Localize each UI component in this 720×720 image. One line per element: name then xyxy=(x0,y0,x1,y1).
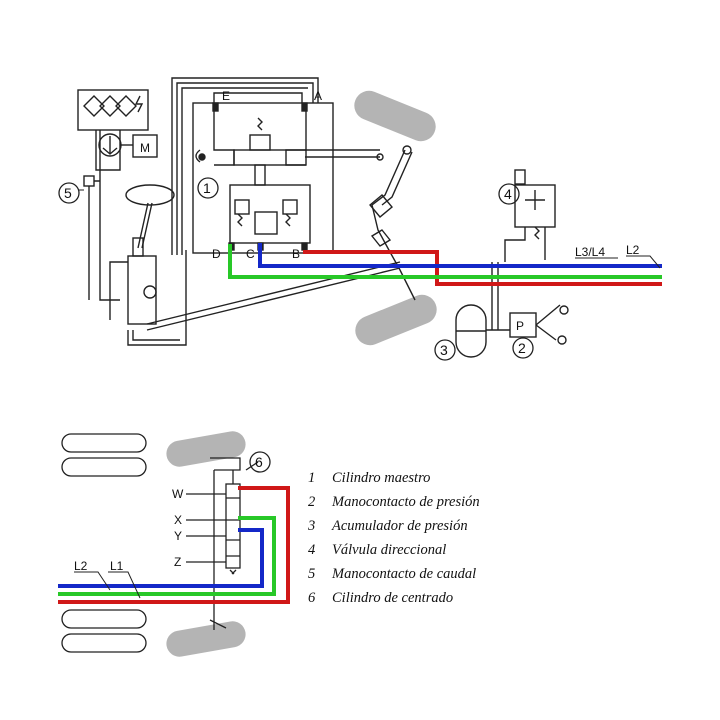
mark-w: W xyxy=(172,487,184,501)
port-d-label: D xyxy=(212,247,221,261)
legend-text-3: Acumulador de presión xyxy=(331,518,468,534)
legend-text-6: Cilindro de centrado xyxy=(332,590,453,606)
svg-text:6: 6 xyxy=(255,454,263,470)
line-label-l2-bottom: L2 xyxy=(74,559,88,573)
motor-letter: M xyxy=(140,141,150,155)
callout-3: 3 xyxy=(434,339,456,361)
svg-text:2: 2 xyxy=(518,340,526,356)
legend-num-1: 1 xyxy=(308,470,315,486)
callout-1: 1 xyxy=(197,177,219,199)
legend: 1 Cilindro maestro 2 Manocontacto de pre… xyxy=(307,470,480,606)
port-a-label: A xyxy=(314,89,322,103)
bottom-diagram: L2 L1 W X Y Z 6 xyxy=(58,431,290,657)
top-diagram xyxy=(77,77,569,358)
legend-num-3: 3 xyxy=(307,518,315,534)
port-b-label: B xyxy=(292,247,300,261)
svg-text:5: 5 xyxy=(64,185,72,201)
top-labels: E A D C B M P L3/L4 L2 1 5 4 3 2 xyxy=(58,89,661,361)
line-label-l2-top: L2 xyxy=(626,243,640,257)
accumulator-3 xyxy=(455,304,487,358)
callout-6: 6 xyxy=(249,451,271,473)
legend-text-4: Válvula direccional xyxy=(332,542,446,558)
callout-2: 2 xyxy=(512,337,534,359)
legend-num-5: 5 xyxy=(308,566,315,582)
front-axle-top xyxy=(354,90,437,346)
callout-5: 5 xyxy=(58,182,84,204)
directional-valve-4 xyxy=(504,169,556,262)
legend-num-2: 2 xyxy=(308,494,315,510)
bottom-green-line xyxy=(58,516,276,596)
top-lines xyxy=(228,243,662,286)
port-c-label: C xyxy=(246,247,255,261)
port-e-label: E xyxy=(222,89,230,103)
line-label-l3l4: L3/L4 xyxy=(575,245,605,259)
legend-num-4: 4 xyxy=(308,542,315,558)
legend-text-5: Manocontacto de caudal xyxy=(331,566,476,582)
mark-z: Z xyxy=(174,555,181,569)
flow-switch-box xyxy=(77,89,158,301)
svg-text:3: 3 xyxy=(440,342,448,358)
legend-num-6: 6 xyxy=(308,590,316,606)
mark-y: Y xyxy=(174,529,182,543)
top-blue-line xyxy=(258,243,662,268)
bottom-red-line xyxy=(58,486,290,604)
master-cylinder-1 xyxy=(195,111,380,251)
mark-x: X xyxy=(174,513,182,527)
svg-text:4: 4 xyxy=(504,186,512,202)
pressure-switch-2 xyxy=(486,262,569,345)
bottom-blue-line xyxy=(58,528,264,588)
legend-text-2: Manocontacto de presión xyxy=(331,494,480,510)
top-green-line xyxy=(228,244,662,279)
line-label-l1: L1 xyxy=(110,559,124,573)
callout-4: 4 xyxy=(498,183,520,205)
steering-column xyxy=(83,175,401,346)
legend-text-1: Cilindro maestro xyxy=(332,470,430,486)
master-cylinder-frame xyxy=(171,77,334,255)
pressure-switch-letter: P xyxy=(516,319,524,333)
svg-text:1: 1 xyxy=(203,180,211,196)
